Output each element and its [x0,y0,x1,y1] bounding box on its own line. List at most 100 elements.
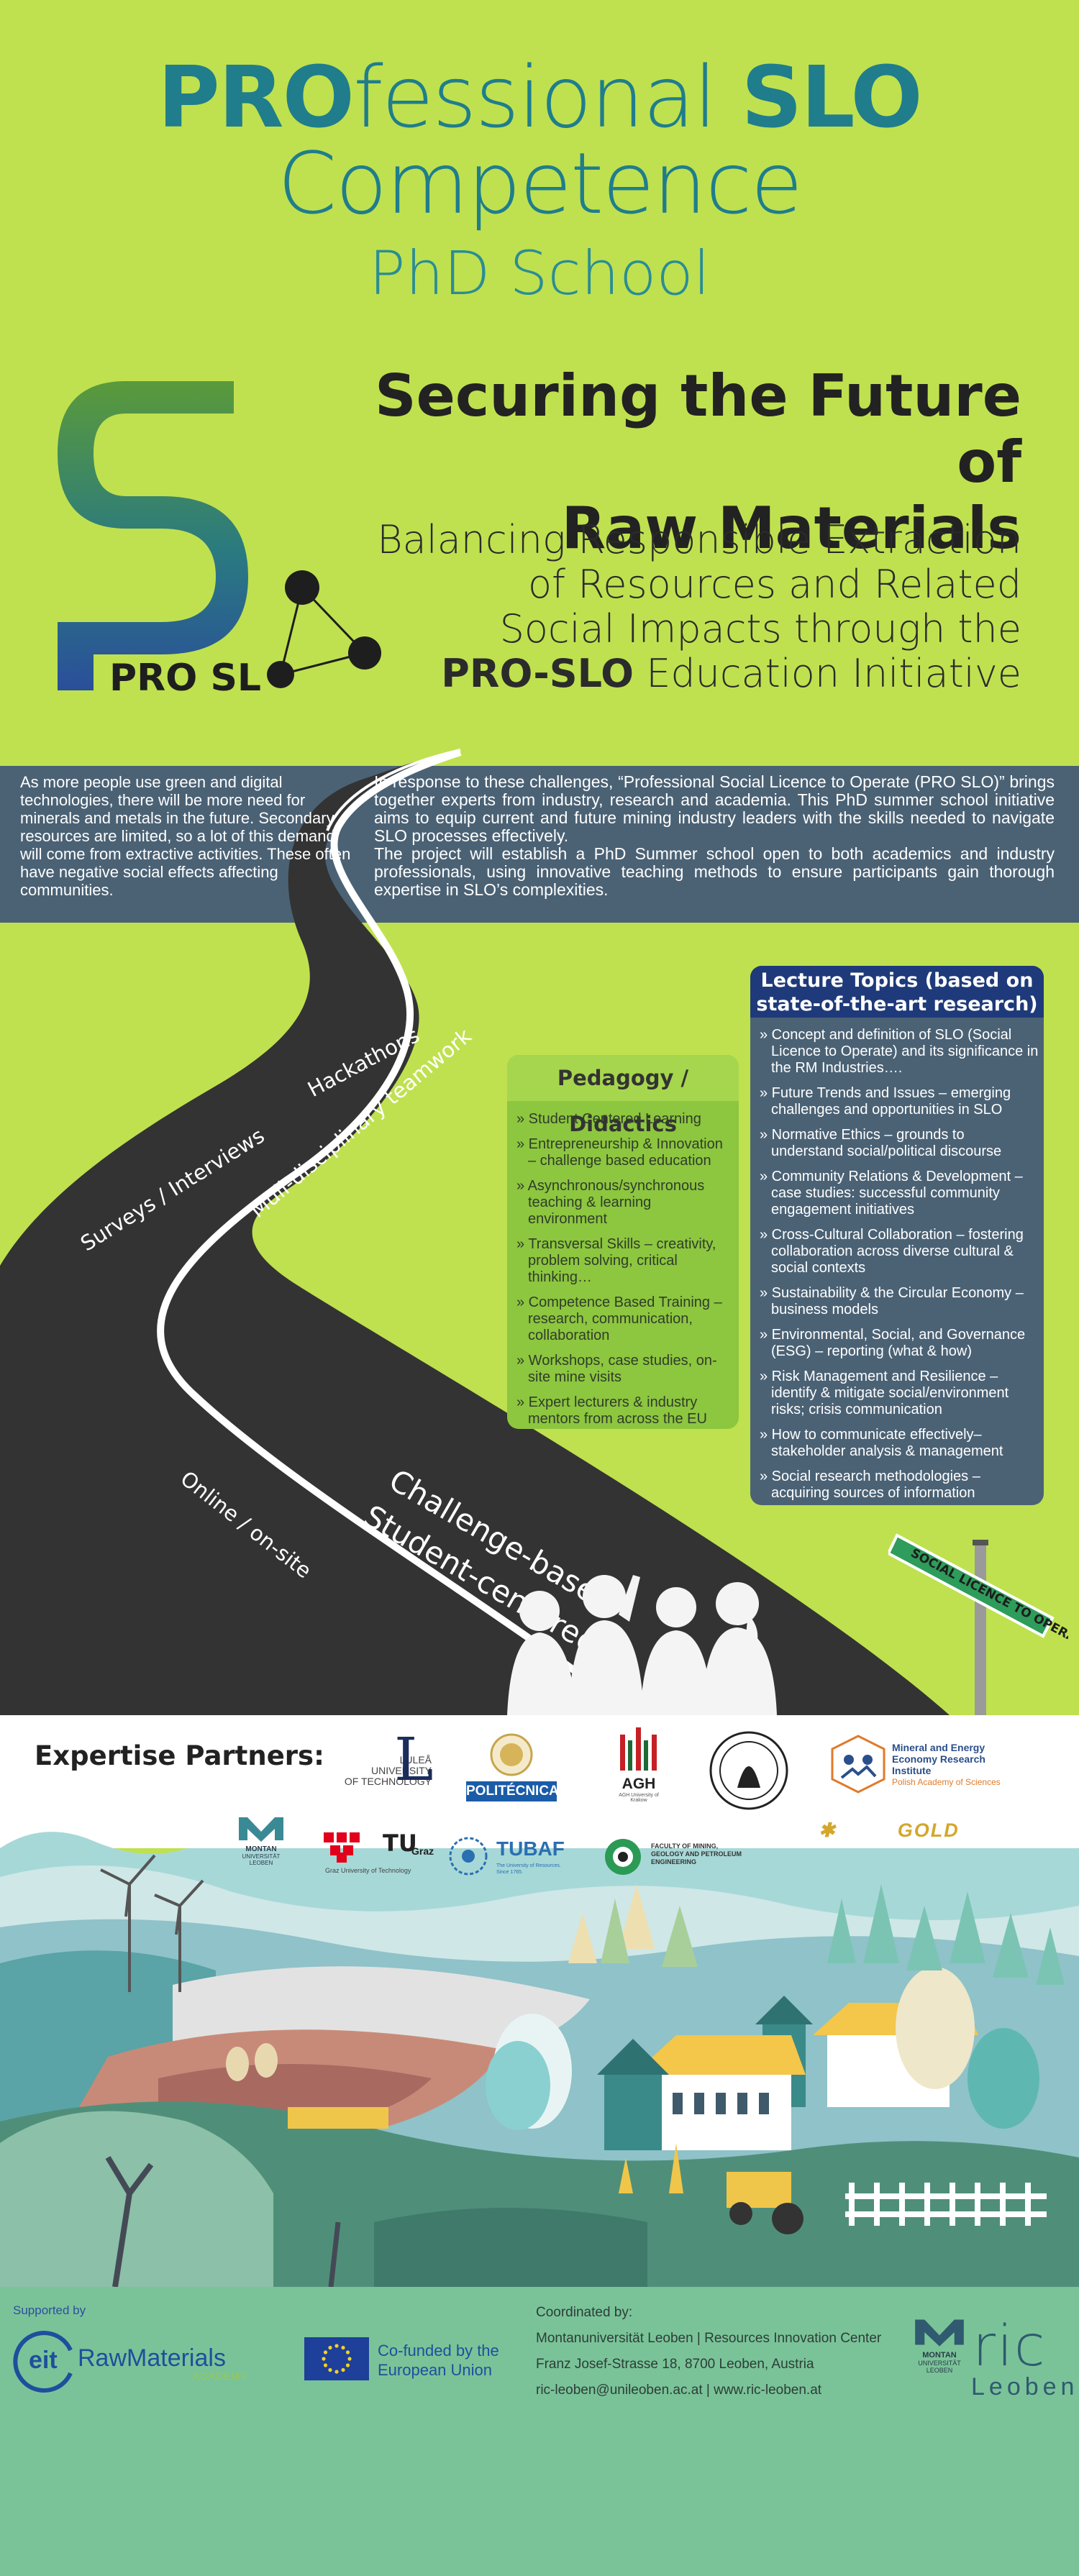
list-item: » How to communicate effectively– stakeh… [760,1427,1003,1459]
mgpe-logo-icon [605,1839,641,1875]
eit-label: eit [29,2347,58,2374]
meerri-logo: Mineral and Energy Economy Research Inst… [892,1742,1001,1788]
eu-flag-icon [304,2337,369,2380]
hellas-gold-star-icon: ✱ [819,1819,835,1841]
montanuniversitaet-footer-logo: MONTAN UNIVERSITÄT LEOBEN [914,2317,965,2374]
title-light: fessional [352,47,742,147]
agh-sub-label: AGH University of Krakow [619,1793,659,1803]
mgpe-line-1: FACULTY OF MINING, [651,1842,719,1850]
agh-emblem-icon [620,1727,657,1771]
lulea-logo: LULEÅ UNIVERSITY OF TECHNOLOGY [317,1755,432,1787]
montan-line-1: MONTAN [245,1845,277,1853]
politecnica-logo: POLITÉCNICA [466,1733,559,1801]
ric-logo-label: ric [973,2314,1047,2379]
tugraz-label: TU [383,1830,417,1857]
partners-title: Expertise Partners: [35,1740,324,1771]
intro-left-text: As more people use green and digital tec… [20,773,351,899]
list-item: » Future Trends and Issues – emerging ch… [760,1085,1011,1118]
coordinator-line-1: Montanuniversität Leoben | Resources Inn… [536,2331,882,2346]
pedagogy-box [507,1055,739,1429]
montan-line-3: LEOBEN [249,1860,273,1866]
headline-line-2: Raw Materials [561,495,1021,562]
subheadline: Balancing Responsible Extraction of Reso… [302,518,1021,696]
road-sign-text: SOCIAL LICENCE TO OPERATE [909,1546,1068,1653]
coordinator-line-2: Franz Josef-Strasse 18, 8700 Leoben, Aus… [536,2357,814,2372]
rawmaterials-label: RawMaterials [78,2344,226,2372]
lecture-topics-box [750,966,1044,1505]
mu-line-1: MONTAN [922,2351,957,2360]
list-item: » Risk Management and Resilience – ident… [760,1369,1009,1417]
montanuniversitaet-logo: MONTAN UNIVERSITÄT LEOBEN [237,1816,285,1866]
lecture-topics-list: » Concept and definition of SLO (Social … [760,1027,1039,1510]
mu-line-2: UNIVERSITÄT [918,2360,961,2367]
list-item: » Concept and definition of SLO (Social … [760,1027,1039,1076]
intro-band [0,766,1079,923]
pedagogy-title: Pedagogy / Didactics [507,1055,739,1136]
list-item: » Entrepreneurship & Innovation – challe… [516,1136,723,1169]
list-item: » Normative Ethics – grounds to understa… [760,1127,1002,1159]
ntua-seal-icon [709,1731,788,1810]
list-item: » Workshops, case studies, on-site mine … [516,1353,717,1385]
list-item: » Sustainability & the Circular Economy … [760,1285,1024,1317]
list-item: » Asynchronous/synchronous teaching & le… [516,1178,705,1227]
coordinated-by-label: Coordinated by: [536,2305,633,2320]
mgpe-line-3: ENGINEERING [651,1858,697,1865]
list-item: » Environmental, Social, and Governance … [760,1327,1026,1359]
pedagogy-list: » Student Centered Learning » Entreprene… [516,1111,732,1436]
subheadline-line-2: of Resources and Related [528,562,1021,607]
coordinator-line-3: ric-leoben@unileoben.ac.at | www.ric-leo… [536,2383,822,2398]
headline: Securing the Future of Raw Materials [302,363,1021,562]
subheadline-line-1: Balancing Responsible Extraction [377,517,1021,562]
lulea-line-3: OF TECHNOLOGY [344,1776,432,1787]
tubaf-label: TUBAF [496,1837,565,1860]
meerri-line-2: Economy Research [892,1753,985,1765]
subheadline-rest: Education Initiative [634,651,1021,696]
intro-right-text: In response to these challenges, “Profes… [374,773,1055,899]
meerri-line-1: Mineral and Energy [892,1742,985,1753]
mgpe-logo: FACULTY OF MINING, GEOLOGY AND PETROLEUM… [651,1842,742,1866]
logo-text: PRO SL [109,657,261,700]
title-bold-slo: SLO [741,47,922,147]
coordinated-by-block: Coordinated by: Montanuniversität Leoben… [536,2300,910,2403]
tugraz-label-2: Graz [411,1845,434,1857]
lecture-topics-title: Lecture Topics (based on state-of-the-ar… [750,966,1044,1018]
tubaf-sub-label: The University of Resources. Since 1765. [496,1863,561,1875]
tubaf-seal-icon [449,1837,488,1876]
cofunded-label: Co-funded by the European Union [378,2342,499,2379]
list-item: » Student Centered Learning [516,1111,701,1127]
montan-m-footer-icon [915,2319,964,2347]
list-item: » Transversal Skills – creativity, probl… [516,1236,716,1285]
list-item: » Social research methodologies – acquir… [760,1469,980,1501]
title-bold-pro: PRO [158,47,355,147]
hellas-label: Hellas [834,1819,893,1841]
footer [0,2287,1079,2576]
politecnica-label: POLITÉCNICA [466,1781,559,1801]
politecnica-crest-icon [490,1733,533,1776]
agh-logo: AGH AGH University of Krakow [610,1727,668,1807]
pro-slo-logo-icon: PRO SL [58,381,381,700]
landscape-illustration-icon [0,1832,1079,2287]
tugraz-logo-icon [324,1832,360,1863]
list-item: » Expert lecturers & industry mentors fr… [516,1394,707,1427]
subheadline-line-3: Social Impacts through the [499,606,1021,652]
road-illustration-icon [0,749,950,1715]
supported-by-label: Supported by [13,2303,86,2317]
intro-right-paragraph-2: The project will establish a PhD Summer … [374,844,1055,899]
list-item: » Cross-Cultural Collaboration – fosteri… [760,1227,1024,1276]
list-item: » Community Relations & Development – ca… [760,1169,1023,1218]
tugraz-sub-label: Graz University of Technology [325,1867,411,1874]
lulea-line-2: UNIVERSITY [370,1765,432,1776]
mgpe-line-2: GEOLOGY AND PETROLEUM [651,1850,742,1858]
list-item: » Competence Based Training – research, … [516,1294,722,1343]
agh-label: AGH [622,1776,656,1792]
eit-logo-icon [13,2331,73,2393]
subheadline-line-4: PRO-SLO Education Initiative [302,652,1021,696]
hellas-gold-logo: ✱Hellas GOLD [819,1819,960,1842]
montan-m-icon [239,1817,283,1842]
montan-line-2: UNIVERSITÄT [242,1853,281,1860]
lulea-l-icon: L [394,1726,434,1794]
meerri-line-3: Institute [892,1765,932,1776]
lulea-line-1: LULEÅ [399,1754,432,1766]
mu-line-3: LEOBEN [926,2367,953,2374]
